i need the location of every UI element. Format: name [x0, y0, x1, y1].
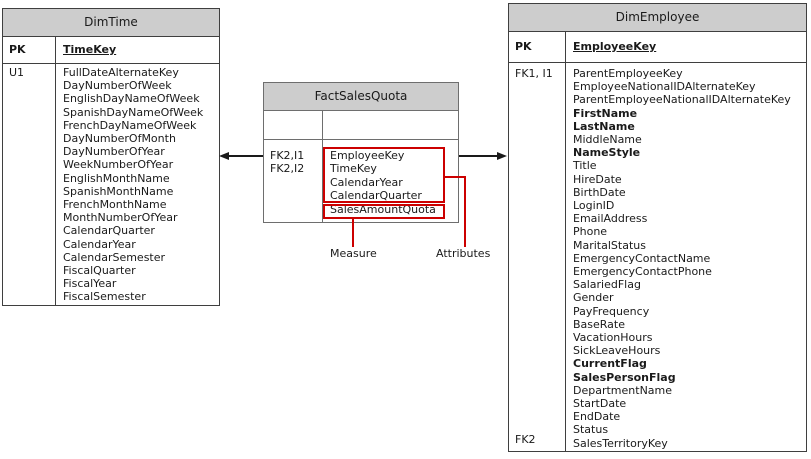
attribute-row: FiscalQuarter: [63, 264, 136, 278]
attributes-highlight-box: [323, 147, 445, 203]
attribute-row: HireDate: [573, 172, 622, 186]
pk-label: PK: [509, 32, 566, 62]
pk-label: PK: [3, 37, 56, 63]
attribute-row: EmergencyContactPhone: [573, 265, 712, 279]
table-dimemployee-title: DimEmployee: [509, 4, 806, 32]
attribute-row: VacationHours: [573, 331, 653, 345]
key-label: U1: [9, 66, 25, 79]
attribute-row: NameStyle: [573, 146, 641, 160]
attributes-connector-vertical: [464, 176, 466, 247]
key-labels-column: U1: [3, 64, 56, 305]
attribute-row: SpanishMonthName: [63, 184, 174, 198]
attribute-row: FrenchDayNameOfWeek: [63, 118, 197, 132]
attribute-row: WeekNumberOfYear: [63, 158, 174, 172]
attribute-row: StartDate: [573, 397, 627, 411]
attribute-row: DayNumberOfWeek: [63, 79, 172, 93]
key-label: FK1, I1: [515, 67, 553, 80]
measure-connector-line: [352, 219, 354, 247]
attribute-row: Gender: [573, 291, 614, 305]
attribute-row: CalendarQuarter: [330, 189, 422, 203]
attribute-row: CalendarSemester: [63, 250, 166, 264]
empty-pk-cell: [264, 111, 323, 139]
attribute-row: SalariedFlag: [573, 278, 641, 292]
attribute-row: FullDateAlternateKey: [63, 66, 179, 79]
key-label: FK2,I2: [270, 162, 305, 176]
relationship-arrowhead-to-dimtime: [219, 152, 229, 160]
measure-highlight-box: [323, 204, 445, 219]
attribute-row: FiscalSemester: [63, 290, 146, 304]
attribute-row: Phone: [573, 225, 608, 239]
attribute-row: EmailAddress: [573, 212, 648, 226]
attribute-row: FirstName: [573, 106, 638, 120]
attribute-row: FiscalYear: [63, 277, 117, 291]
relationship-arrowhead-to-dimemployee: [497, 152, 507, 160]
attribute-row: SalesPersonFlag: [573, 370, 676, 384]
table-dimtime-title: DimTime: [3, 9, 219, 37]
table-dimtime-pk-row: PK TimeKey: [3, 37, 219, 64]
attribute-row: DepartmentName: [573, 383, 673, 397]
empty-pk-field: [323, 111, 458, 139]
attribute-row: BirthDate: [573, 185, 626, 199]
attribute-row: FrenchMonthName: [63, 198, 167, 212]
attribute-row: EmployeeKey: [330, 149, 405, 162]
attribute-row: DayNumberOfMonth: [63, 132, 176, 146]
relationship-line-fact-dimemployee: [459, 155, 497, 157]
attribute-row: DayNumberOfYear: [63, 145, 165, 159]
attribute-row: SickLeaveHours: [573, 344, 661, 358]
attribute-row: SpanishDayNameOfWeek: [63, 105, 204, 119]
attribute-row: EndDate: [573, 410, 621, 424]
table-dimtime: DimTime PK TimeKey U1 FullDateAlternateK…: [2, 8, 220, 306]
key-label: FK2,I1: [270, 149, 305, 162]
attribute-row: ParentEmployeeKey: [573, 67, 683, 80]
attribute-row: BaseRate: [573, 317, 626, 331]
attribute-row: SalesTerritoryKey: [573, 436, 668, 450]
attribute-row: MaritalStatus: [573, 238, 646, 252]
table-dimemployee-pk-row: PK EmployeeKey: [509, 32, 806, 63]
attribute-row: LoginID: [573, 199, 615, 213]
attributes-connector-horizontal: [445, 176, 466, 178]
attribute-row: EmployeeNationalIDAlternateKey: [573, 80, 756, 94]
attribute-row: ParentEmployeeNationalIDAlternateKey: [573, 93, 791, 107]
attribute-row: EnglishDayNameOfWeek: [63, 92, 200, 106]
attribute-row: LastName: [573, 119, 635, 133]
attribute-row: Status: [573, 423, 609, 437]
attribute-row: CalendarQuarter: [63, 224, 155, 238]
attribute-row: MonthNumberOfYear: [63, 211, 178, 225]
pk-field-employeekey: EmployeeKey: [573, 40, 657, 53]
attribute-row: TimeKey: [330, 162, 377, 176]
attribute-row: MiddleName: [573, 133, 642, 147]
attribute-row: EmergencyContactName: [573, 251, 711, 265]
attributes-label: Attributes: [436, 247, 491, 260]
pk-field-timekey: TimeKey: [63, 43, 117, 56]
attribute-row: Title: [573, 159, 597, 173]
relationship-line-fact-dimtime: [228, 155, 263, 157]
attribute-row: CalendarYear: [63, 237, 136, 251]
measure-label: Measure: [330, 247, 377, 260]
table-factsalesquota-pk-row: [264, 111, 458, 140]
attribute-row: EnglishMonthName: [63, 171, 170, 185]
table-dimemployee: DimEmployee PK EmployeeKey FK1, I1 FK2 P…: [508, 3, 807, 452]
attribute-row: CurrentFlag: [573, 357, 647, 371]
attribute-row: CalendarYear: [330, 175, 403, 189]
key-labels-column: FK1, I1 FK2: [509, 63, 566, 451]
attribute-row: PayFrequency: [573, 304, 650, 318]
key-label: FK2: [515, 432, 536, 446]
table-factsalesquota-title: FactSalesQuota: [264, 83, 458, 111]
